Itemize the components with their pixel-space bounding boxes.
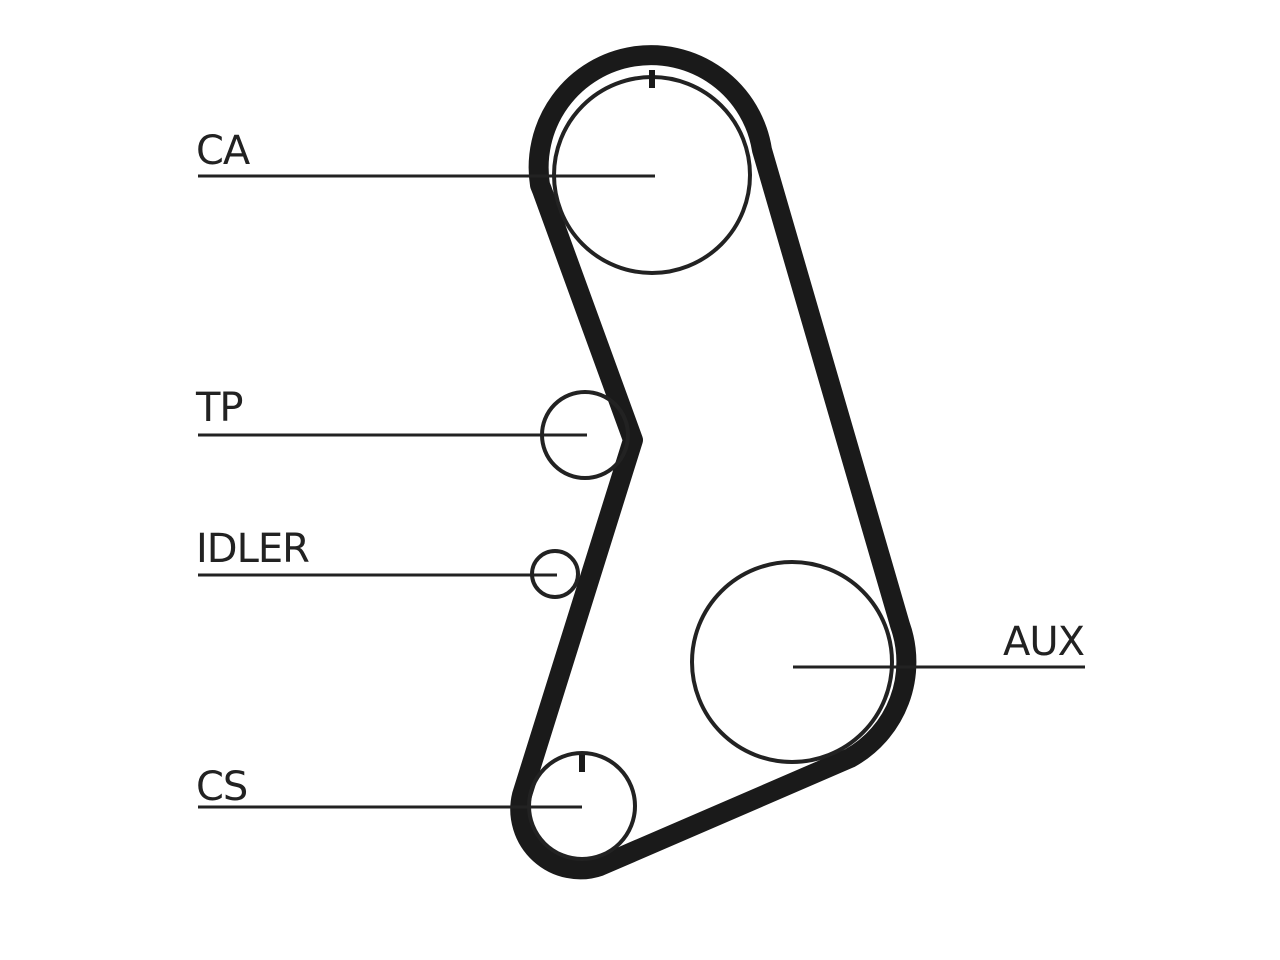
- label-tp: TP: [195, 385, 243, 431]
- label-cs: CS: [196, 764, 247, 810]
- label-ca: CA: [196, 128, 251, 174]
- timing-belt: [510, 45, 917, 880]
- auxiliary-pulley: [690, 560, 894, 764]
- label-aux: AUX: [1003, 619, 1085, 665]
- label-idler: IDLER: [196, 526, 309, 572]
